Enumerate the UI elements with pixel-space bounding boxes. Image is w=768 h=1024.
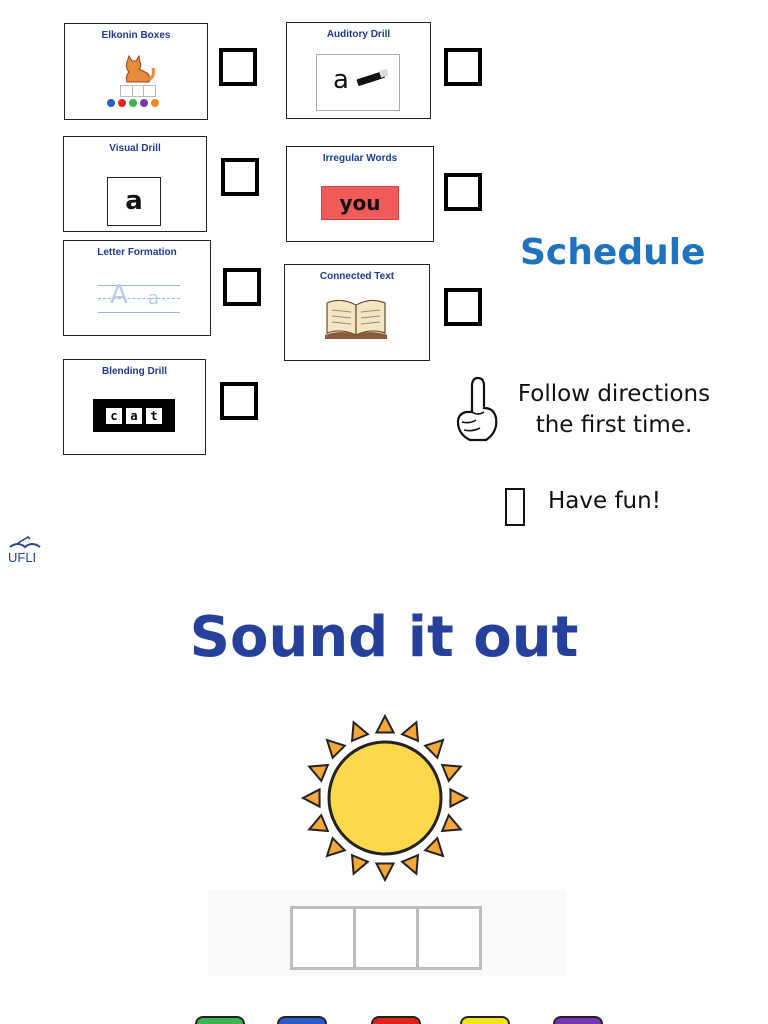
letter-tile: a bbox=[126, 407, 142, 424]
card-title: Blending Drill bbox=[102, 366, 167, 377]
letter: a bbox=[333, 65, 349, 95]
sun-ray bbox=[374, 713, 396, 734]
schedule-title: Schedule bbox=[520, 232, 706, 273]
book-logo-icon bbox=[9, 535, 41, 549]
blending-checkbox[interactable] bbox=[220, 382, 258, 420]
card-title: Connected Text bbox=[319, 271, 395, 282]
ufli-logo[interactable]: UFLI bbox=[6, 535, 42, 567]
letter-tile: t bbox=[146, 407, 162, 424]
elkonin-box[interactable] bbox=[416, 906, 482, 970]
sun-ray bbox=[307, 763, 330, 783]
sun-ray bbox=[449, 787, 470, 809]
connected-checkbox[interactable] bbox=[444, 288, 482, 326]
elkonin-box-row bbox=[120, 85, 156, 97]
sun-ray bbox=[400, 853, 420, 876]
elkonin-box-area bbox=[208, 890, 566, 976]
elkonin-box[interactable] bbox=[353, 906, 419, 970]
card-title: Irregular Words bbox=[322, 153, 398, 164]
connected-text-card[interactable]: Connected Text bbox=[284, 264, 430, 361]
sound-chip[interactable] bbox=[277, 1016, 327, 1024]
letter: a bbox=[125, 186, 143, 216]
auditory-checkbox[interactable] bbox=[444, 48, 482, 86]
elkonin-boxes-card[interactable]: Elkonin Boxes bbox=[64, 23, 208, 120]
sun-ray bbox=[307, 813, 330, 833]
sound-chip[interactable] bbox=[195, 1016, 245, 1024]
sun-ray bbox=[325, 836, 347, 858]
rule-line-2: the first time. bbox=[535, 412, 693, 438]
sun-ray bbox=[300, 787, 321, 809]
sound-chip[interactable] bbox=[371, 1016, 421, 1024]
rule-follow-directions: Follow directions the first time. bbox=[504, 379, 724, 441]
logo-text: UFLI bbox=[8, 550, 37, 565]
sun-icon bbox=[300, 713, 470, 883]
word-card: you bbox=[321, 186, 399, 220]
tracing-upper: A bbox=[110, 280, 128, 310]
sound-dots bbox=[107, 99, 159, 107]
elkonin-box[interactable] bbox=[290, 906, 356, 970]
letter-formation-card[interactable]: Letter Formation A a bbox=[63, 240, 211, 336]
sun-ray bbox=[440, 763, 463, 783]
auditory-drill-card[interactable]: Auditory Drill a bbox=[286, 22, 431, 119]
card-title: Auditory Drill bbox=[326, 29, 391, 40]
cat-icon bbox=[125, 54, 155, 83]
formation-checkbox[interactable] bbox=[223, 268, 261, 306]
letter-card: a bbox=[107, 177, 161, 226]
visual-drill-card[interactable]: Visual Drill a bbox=[63, 136, 207, 232]
rule-have-fun: Have fun! bbox=[548, 488, 661, 514]
sun-ray bbox=[325, 738, 347, 760]
sun-ray bbox=[374, 862, 396, 883]
blending-strip: c a t bbox=[93, 399, 175, 432]
sun-ray bbox=[350, 853, 370, 876]
sound-chip[interactable] bbox=[553, 1016, 603, 1024]
blending-drill-card[interactable]: Blending Drill c a t bbox=[63, 359, 206, 455]
sun-ray bbox=[400, 720, 420, 743]
sound-chip[interactable] bbox=[460, 1016, 510, 1024]
sun-ray bbox=[440, 813, 463, 833]
marker-icon bbox=[356, 69, 389, 86]
tracing-lower: a bbox=[148, 288, 160, 309]
card-title: Visual Drill bbox=[109, 143, 161, 154]
visual-checkbox[interactable] bbox=[221, 158, 259, 196]
word: you bbox=[339, 191, 381, 215]
sun-ray bbox=[423, 738, 445, 760]
irregular-checkbox[interactable] bbox=[444, 173, 482, 211]
sun-ray bbox=[423, 836, 445, 858]
pointing-finger-icon bbox=[456, 376, 498, 442]
whiteboard: a bbox=[316, 54, 400, 111]
rule-line-1: Follow directions bbox=[517, 381, 711, 407]
card-title: Letter Formation bbox=[97, 247, 177, 258]
handwriting-lines: A a bbox=[98, 280, 180, 313]
card-title: Elkonin Boxes bbox=[101, 30, 171, 41]
open-book-icon bbox=[325, 299, 387, 339]
elkonin-checkbox[interactable] bbox=[219, 48, 257, 86]
irregular-words-card[interactable]: Irregular Words you bbox=[286, 146, 434, 242]
missing-glyph-icon bbox=[505, 488, 525, 526]
main-title: Sound it out bbox=[189, 605, 579, 670]
letter-tile: c bbox=[106, 407, 122, 424]
sun-ray bbox=[350, 720, 370, 743]
